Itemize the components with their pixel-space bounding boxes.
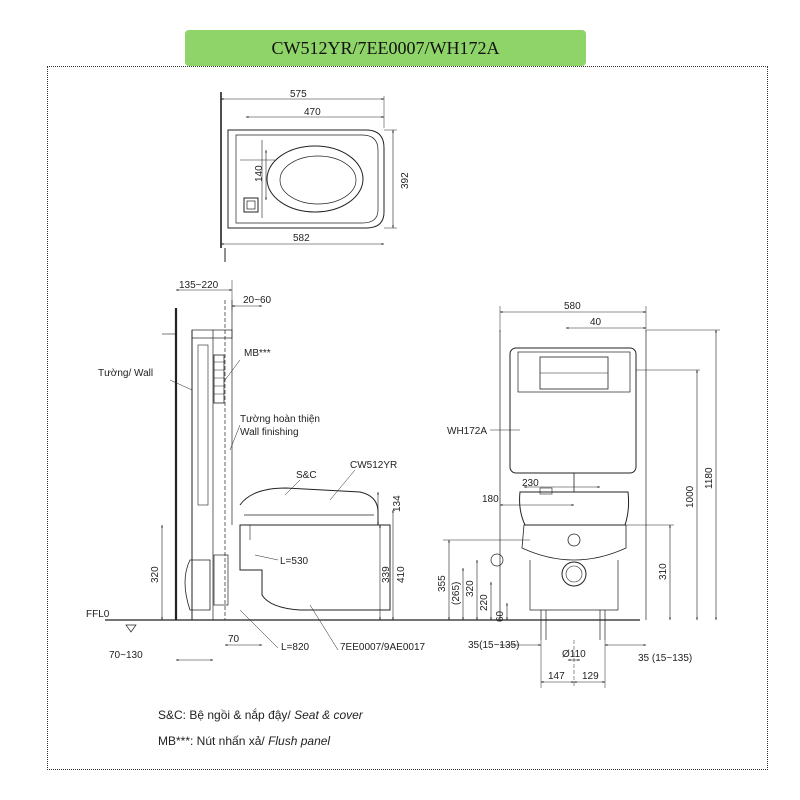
dim-35-right: 35 (15~135) <box>638 653 692 664</box>
dim-60: 60 <box>495 610 506 622</box>
dim-140: 140 <box>254 165 265 182</box>
dim-410: 410 <box>396 566 407 583</box>
dim-135-220: 135~220 <box>179 280 219 291</box>
dim-310: 310 <box>658 563 669 580</box>
dim-339: 339 <box>381 566 392 583</box>
drawing-frame <box>47 66 768 770</box>
dim-70-130: 70~130 <box>109 650 143 661</box>
label-mb: MB*** <box>244 348 271 359</box>
label-l820: L=820 <box>281 642 310 653</box>
front-view <box>443 306 720 688</box>
dim-diameter-110: Ø110 <box>562 649 586 660</box>
dim-575: 575 <box>290 89 307 100</box>
label-wall: Tường/ Wall <box>98 368 153 379</box>
dim-392: 392 <box>400 172 411 189</box>
dim-180: 180 <box>482 494 499 505</box>
dim-134: 134 <box>392 495 403 512</box>
dim-320-front: 320 <box>465 580 476 597</box>
dim-40: 40 <box>590 317 602 328</box>
label-l530: L=530 <box>280 556 309 567</box>
dim-355: 355 <box>437 575 448 592</box>
label-code: 7EE0007/9AE0017 <box>340 642 426 653</box>
dim-129: 129 <box>582 671 599 682</box>
dim-35-left: 35(15~135) <box>468 640 519 651</box>
legend-sc-prefix: S&C: Bệ ngồi & nắp đậy/ <box>158 708 295 722</box>
dim-230: 230 <box>522 478 539 489</box>
top-view <box>220 92 397 262</box>
legend-mb-prefix: MB***: Nút nhấn xả/ <box>158 734 269 748</box>
page-title: CW512YR/7EE0007/WH172A <box>185 30 586 66</box>
label-sc: S&C <box>296 470 317 481</box>
dim-220: 220 <box>479 594 490 611</box>
dim-470: 470 <box>304 107 321 118</box>
dim-20-60: 20~60 <box>243 295 272 306</box>
label-model: CW512YR <box>350 460 397 471</box>
legend-seat-cover: S&C: Bệ ngồi & nắp đậy/ Seat & cover <box>158 708 363 722</box>
dim-265: (265) <box>451 582 462 605</box>
dim-580: 580 <box>564 301 581 312</box>
legend-flush-panel: MB***: Nút nhấn xả/ Flush panel <box>158 734 330 748</box>
label-wall-finishing-vn: Tường hoàn thiện <box>240 414 320 425</box>
dim-320: 320 <box>150 566 161 583</box>
legend-sc-en: Seat & cover <box>294 708 363 722</box>
label-frame-wh172a: WH172A <box>447 426 487 437</box>
dim-582: 582 <box>293 233 310 244</box>
label-ffl: FFL0 <box>86 609 110 620</box>
side-view <box>105 280 640 661</box>
legend-mb-en: Flush panel <box>268 734 331 748</box>
dim-147: 147 <box>548 671 565 682</box>
dim-70: 70 <box>228 634 240 645</box>
dim-1000: 1000 <box>685 485 696 508</box>
label-wall-finishing-en: Wall finishing <box>240 427 299 438</box>
dim-1180: 1180 <box>704 467 715 489</box>
